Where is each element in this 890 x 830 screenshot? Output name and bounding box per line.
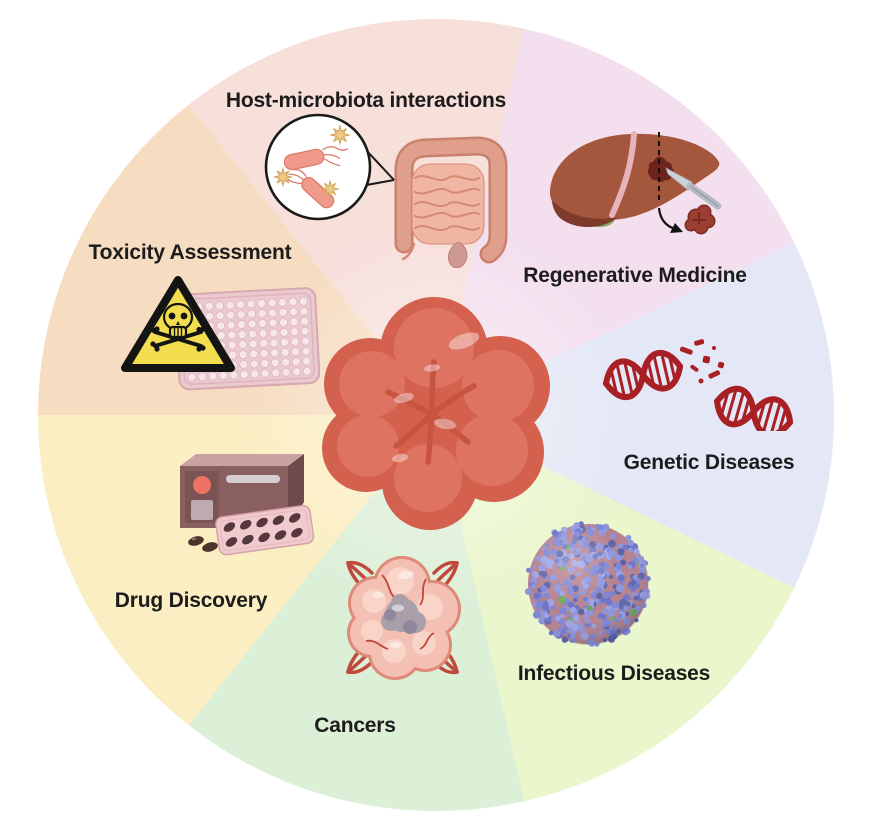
rectum [448, 241, 468, 268]
capsule-pills [188, 536, 218, 552]
virus-particle-icon [273, 167, 293, 187]
segment-label-toxicity: Toxicity Assessment [88, 241, 292, 264]
tumor-organoid-icon [346, 556, 461, 680]
toxicity-hazard-icon [121, 276, 320, 391]
blister-pack-icon [215, 504, 315, 556]
gut-microbiota-icon [264, 113, 508, 268]
scalpel-icon [665, 167, 722, 210]
bacterium-icon [287, 169, 335, 209]
organoid-icon [322, 297, 550, 530]
liver-organoid-graft [684, 204, 716, 235]
segment-label-infectious: Infectious Diseases [517, 662, 711, 685]
virus-particle-icon [330, 125, 350, 145]
warning-triangle-icon [121, 276, 235, 372]
arrow-icon [657, 207, 683, 233]
skull-crossbones-icon [150, 302, 206, 352]
drug-screening-icon [180, 454, 315, 556]
appendix [401, 242, 416, 261]
virus-particle-icon [321, 180, 339, 198]
dna-fragments [679, 339, 725, 384]
necrotic-core [381, 594, 426, 634]
liver-graft-icon [550, 131, 722, 235]
falciform-ligament [609, 131, 637, 218]
virus-icon [524, 521, 651, 647]
segment-label-host-microbiota: Host-microbiota interactions [225, 89, 507, 112]
segment-label-cancers: Cancers [314, 714, 396, 737]
liver-lesion [647, 156, 674, 182]
segment-label-regenerative: Regenerative Medicine [523, 264, 747, 287]
liver-icon [550, 131, 720, 228]
microbe-magnifier-icon [264, 113, 372, 221]
segment-label-drug-discovery: Drug Discovery [114, 589, 268, 612]
broken-dna-icon [603, 339, 794, 431]
organoid-crevices [385, 359, 477, 465]
intestine-icon [394, 136, 508, 268]
segment-label-genetic: Genetic Diseases [623, 451, 795, 474]
bacterium-icon [283, 146, 349, 171]
